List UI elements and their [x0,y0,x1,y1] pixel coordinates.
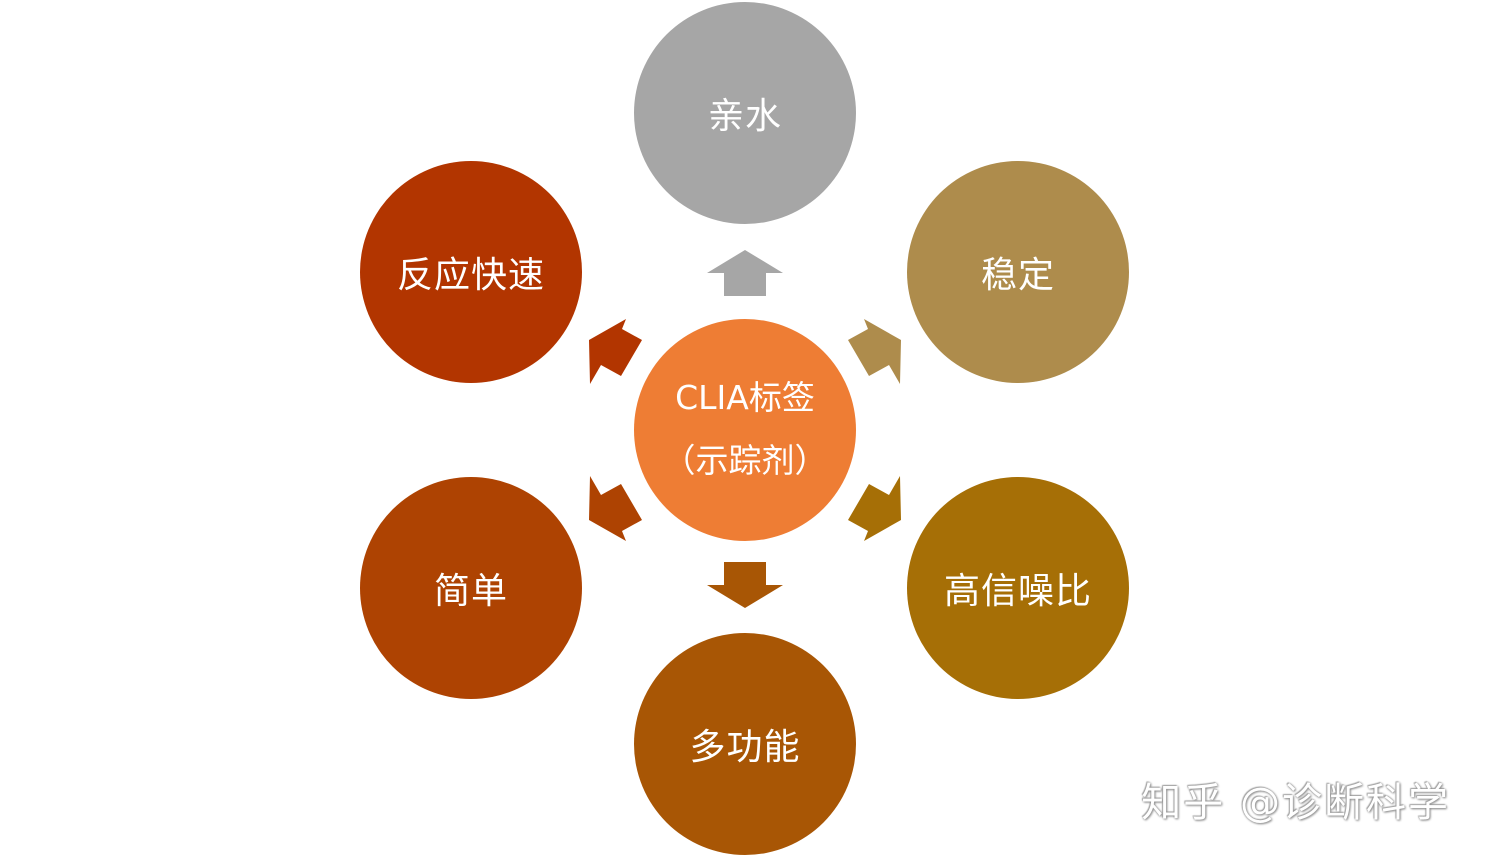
node-simple: 简单 [360,477,582,699]
arrow-down [707,562,783,608]
arrow-lower-left [589,476,642,541]
node-label: 反应快速 [396,255,545,296]
node-stable: 稳定 [907,161,1129,383]
node-label: 简单 [433,571,508,612]
center-label-line1: CLIA标签 [675,378,815,418]
watermark: 知乎 @诊断科学 [1141,780,1450,826]
center-node: CLIA标签 （示踪剂） [634,319,856,541]
node-label: 多功能 [689,727,801,768]
node-label: 亲水 [707,96,782,137]
arrow-lower-right [848,476,901,541]
node-hydrophilic: 亲水 [634,2,856,224]
node-high-snr: 高信噪比 [907,477,1129,699]
arrow-upper-left [589,319,642,384]
node-multifunctional: 多功能 [634,633,856,855]
node-label: 高信噪比 [943,571,1092,612]
center-label-line2: （示踪剂） [662,441,828,480]
arrow-upper-right [848,319,901,384]
arrow-up [707,250,783,296]
node-fast-reaction: 反应快速 [360,161,582,383]
node-label: 稳定 [980,255,1055,296]
